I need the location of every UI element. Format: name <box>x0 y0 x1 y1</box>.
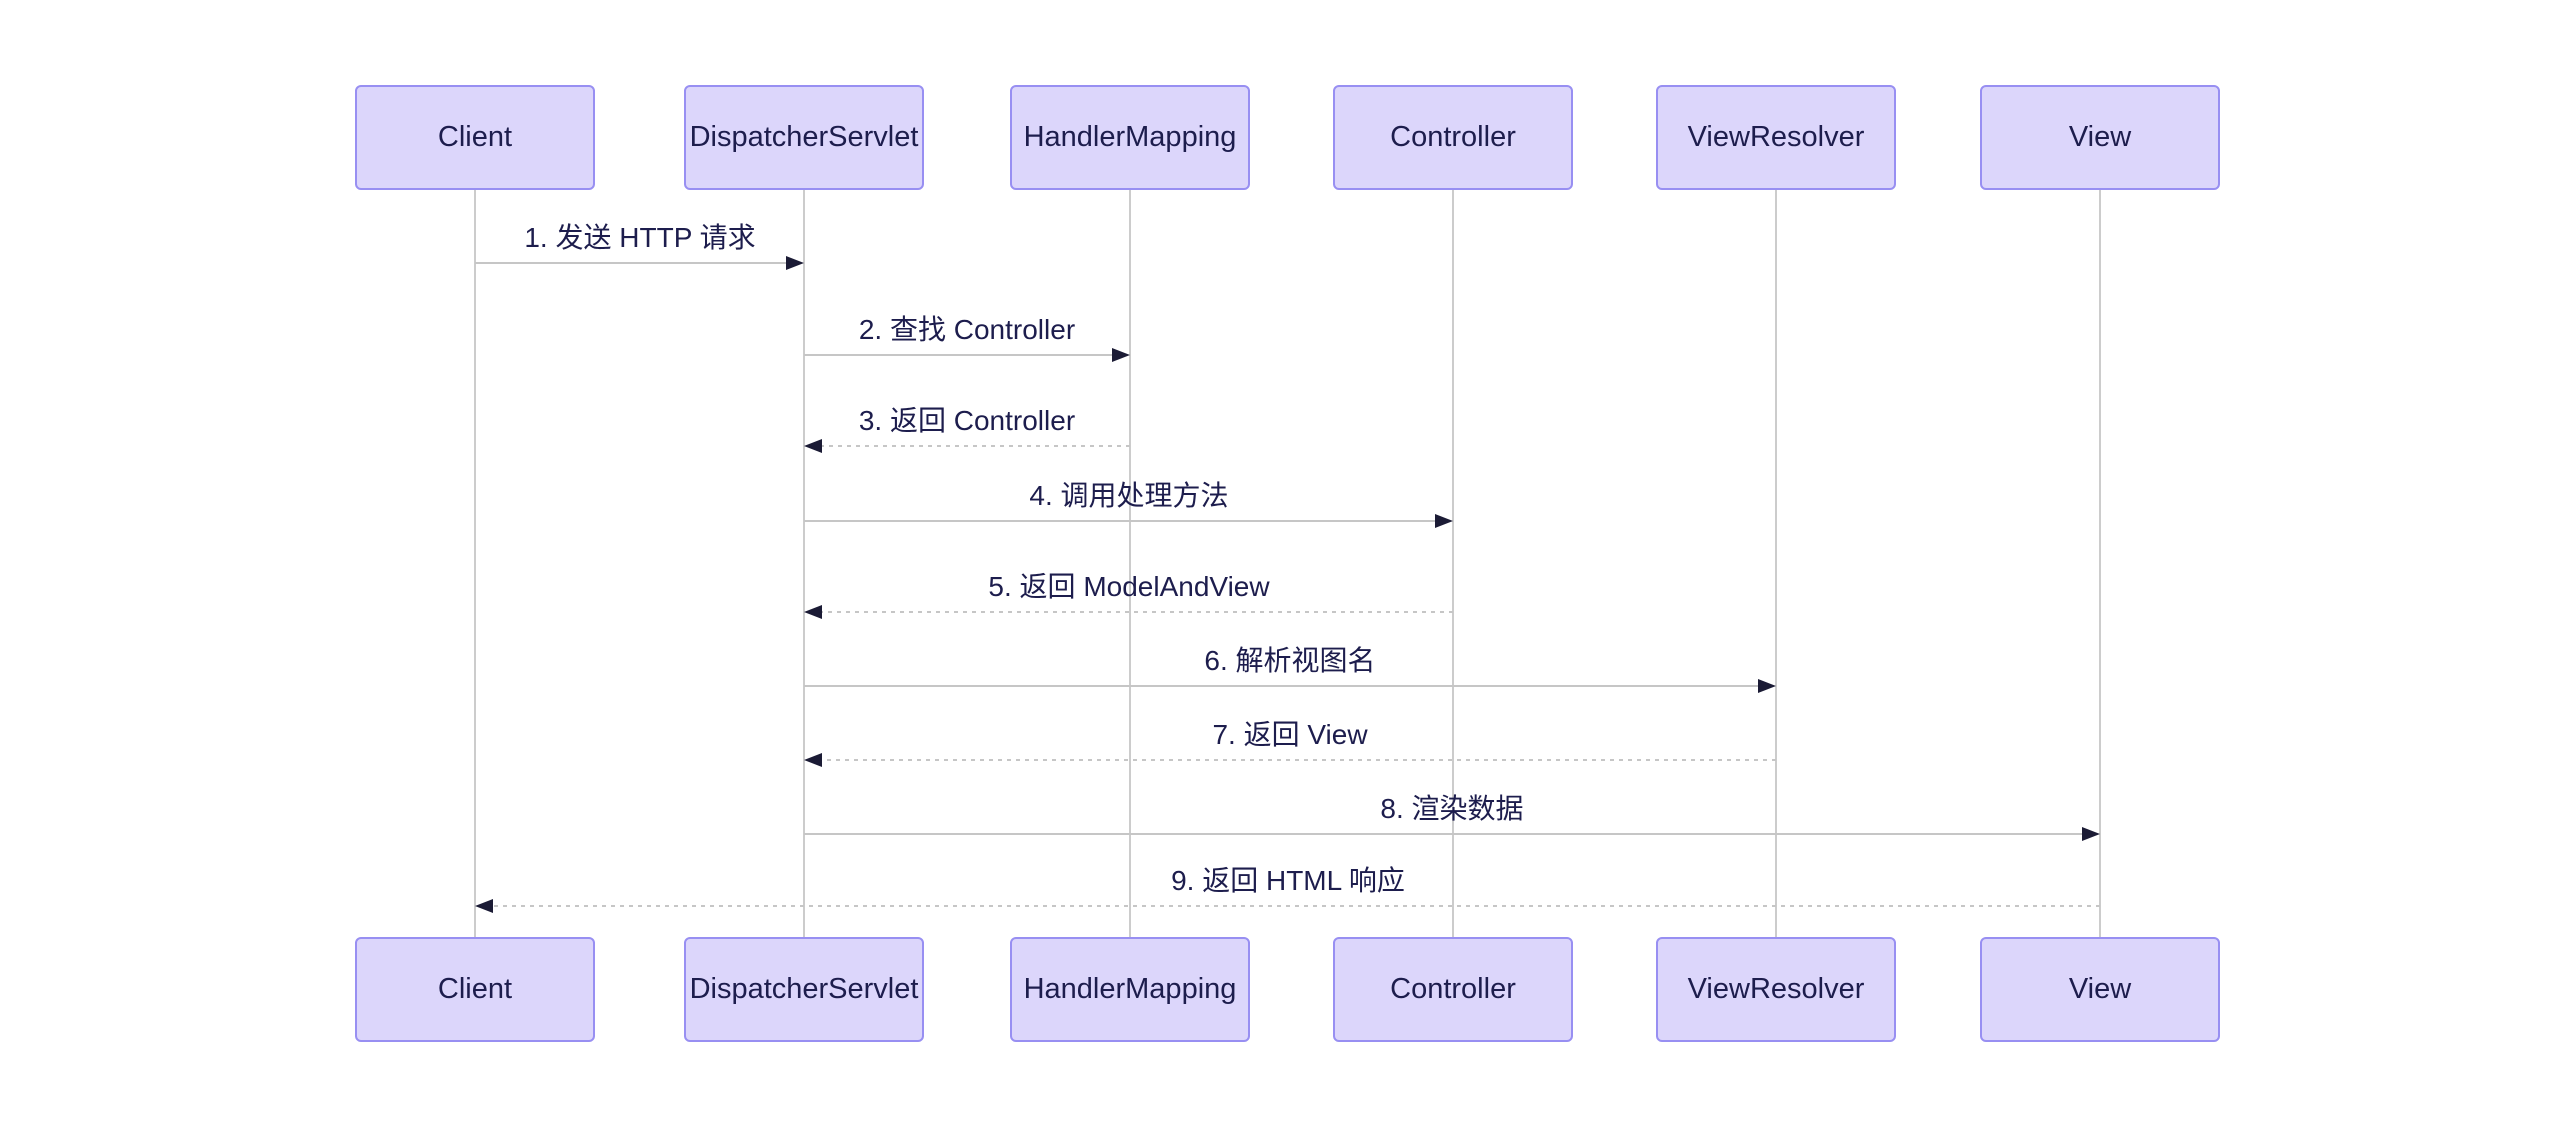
actor-bottom-client: Client <box>355 937 595 1042</box>
message-4-label: 4. 调用处理方法 <box>1029 480 1229 511</box>
actor-top-view: View <box>1980 85 2220 190</box>
actor-label: DispatcherServlet <box>689 121 919 153</box>
actor-label: ViewResolver <box>1687 973 1865 1005</box>
message-5-label: 5. 返回 ModelAndView <box>988 571 1270 602</box>
message-9-label: 9. 返回 HTML 响应 <box>1171 865 1405 896</box>
actor-bottom-view: View <box>1980 937 2220 1042</box>
actor-label: DispatcherServlet <box>689 973 919 1005</box>
actor-label: HandlerMapping <box>1023 973 1237 1005</box>
actor-label: View <box>2068 121 2132 153</box>
message-1-arrowhead-icon <box>786 256 804 270</box>
actor-top-controller: Controller <box>1333 85 1573 190</box>
actor-label: Client <box>437 973 513 1005</box>
actor-label: Controller <box>1390 121 1516 153</box>
actor-label: ViewResolver <box>1687 121 1865 153</box>
actor-bottom-handlermapping: HandlerMapping <box>1010 937 1250 1042</box>
message-6-label: 6. 解析视图名 <box>1204 645 1376 676</box>
actor-bottom-dispatcherservlet: DispatcherServlet <box>684 937 924 1042</box>
message-8-arrowhead-icon <box>2082 827 2100 841</box>
actor-label: HandlerMapping <box>1023 121 1237 153</box>
actor-top-dispatcherservlet: DispatcherServlet <box>684 85 924 190</box>
message-2-arrowhead-icon <box>1112 348 1130 362</box>
actor-top-handlermapping: HandlerMapping <box>1010 85 1250 190</box>
actor-bottom-controller: Controller <box>1333 937 1573 1042</box>
actor-label: View <box>2068 973 2132 1005</box>
message-7-arrowhead-icon <box>804 753 822 767</box>
message-5-arrowhead-icon <box>804 605 822 619</box>
actor-label: Client <box>437 121 513 153</box>
message-6-arrowhead-icon <box>1758 679 1776 693</box>
message-1-label: 1. 发送 HTTP 请求 <box>524 222 756 253</box>
actor-label: Controller <box>1390 973 1516 1005</box>
actor-bottom-viewresolver: ViewResolver <box>1656 937 1896 1042</box>
message-3-label: 3. 返回 Controller <box>858 405 1076 436</box>
message-3-arrowhead-icon <box>804 439 822 453</box>
message-9-arrowhead-icon <box>475 899 493 913</box>
message-2-label: 2. 查找 Controller <box>858 314 1076 345</box>
actor-top-viewresolver: ViewResolver <box>1656 85 1896 190</box>
message-4-arrowhead-icon <box>1435 514 1453 528</box>
actor-top-client: Client <box>355 85 595 190</box>
message-8-label: 8. 渲染数据 <box>1380 793 1524 824</box>
message-7-label: 7. 返回 View <box>1212 719 1368 750</box>
